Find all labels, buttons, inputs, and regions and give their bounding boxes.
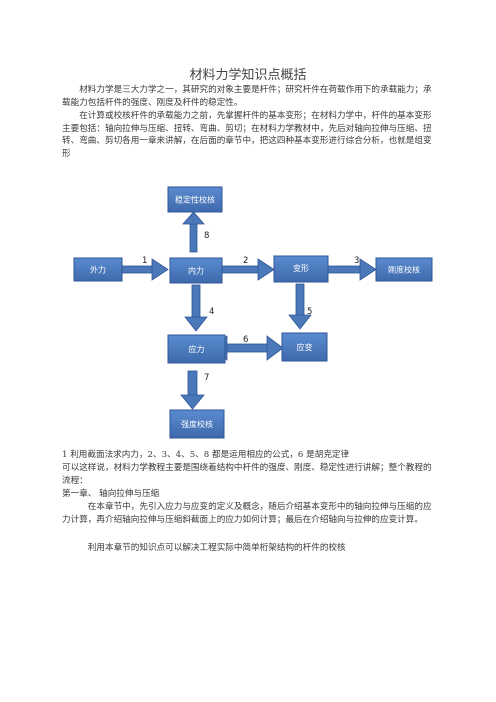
label-6: 6 (243, 335, 248, 345)
box-strain: 应变 (281, 332, 328, 362)
page-title: 材料力学知识点概括 (189, 68, 307, 83)
svg-text:外力: 外力 (90, 265, 106, 275)
box-internal-force: 内力 (169, 257, 223, 284)
label-7: 7 (204, 373, 209, 383)
svg-text:应变: 应变 (297, 342, 313, 352)
arrow-3 (327, 258, 377, 281)
box-external-force: 外力 (73, 257, 123, 282)
label-3: 3 (354, 256, 359, 266)
svg-text:稳定性校核: 稳定性校核 (175, 195, 215, 205)
chapter-1-description: 在本章节中，先引入应力与应变的定义及概念，随后介绍基本变形中的轴向拉伸与压缩的应… (62, 502, 432, 525)
chapter-1-application: 利用本章节的知识点可以解决工程实际中简单桁架结构的杆件的校核 (87, 543, 346, 553)
label-1: 1 (142, 256, 147, 266)
svg-text:变形: 变形 (293, 263, 309, 273)
box-stress: 应力 (167, 334, 226, 364)
course-overview: 可以这样说，材料力学教程主要是围绕着结构中杆件的强度、刚度、稳定性进行讲解；整个… (62, 463, 432, 486)
arrow-4 (184, 284, 208, 332)
svg-text:内力: 内力 (188, 266, 204, 276)
box-stability-check: 稳定性校核 (167, 186, 223, 213)
arrow-5 (288, 283, 312, 330)
arrow-7 (180, 370, 205, 410)
label-4: 4 (209, 307, 214, 317)
svg-text:应力: 应力 (189, 344, 205, 354)
box-stiffness-check: 刚度校核 (375, 257, 433, 282)
chapter-1-heading: 第一章、 轴向拉伸与压缩 (62, 489, 160, 499)
intro-paragraph-2: 在计算或校核杆件的承载能力之前，先掌握杆件的基本变形；在材料力学中，杆件的基本变… (62, 111, 432, 159)
box-deformation: 变形 (273, 255, 329, 283)
svg-text:刚度校核: 刚度校核 (388, 265, 420, 275)
box-strength-check: 强度校核 (169, 409, 225, 439)
label-2: 2 (243, 256, 248, 266)
arrow-8 (182, 211, 205, 253)
svg-text:强度校核: 强度校核 (181, 419, 213, 429)
formula-note: 1 利用截面法求内力，2、3、4、5、8 都是运用相应的公式，6 是胡克定律 (62, 450, 350, 460)
label-5: 5 (307, 307, 312, 317)
label-8: 8 (204, 231, 209, 241)
intro-paragraph-1: 材料力学是三大力学之一，其研究的对象主要是杆件；研究杆件在荷载作用下的承载能力；… (62, 85, 432, 108)
